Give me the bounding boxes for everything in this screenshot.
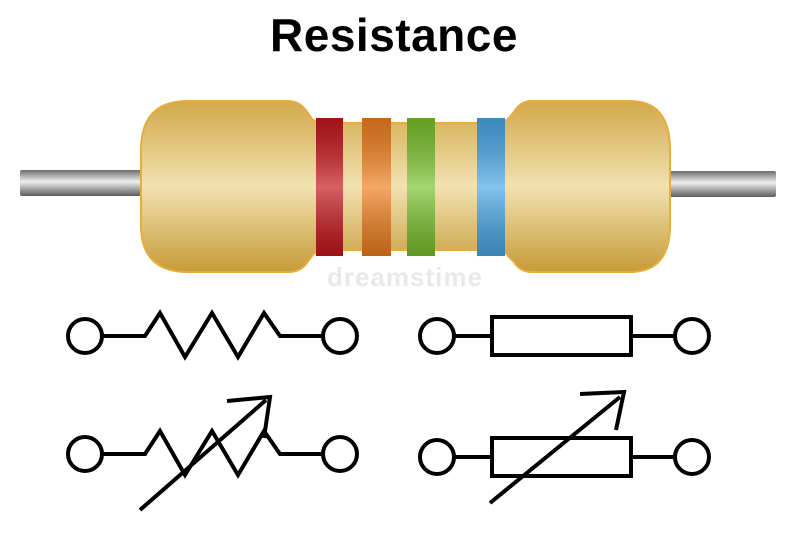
symbol-variable-resistor-zigzag [66, 394, 359, 512]
symbol-variable-resistor-box [418, 389, 711, 505]
watermark: dreamstime [327, 262, 483, 292]
right-lead [662, 171, 776, 197]
color-bands [316, 118, 505, 256]
resistor-body [140, 100, 671, 273]
left-lead [20, 170, 150, 196]
symbol-fixed-resistor-zigzag [66, 309, 359, 361]
page-title: Resistance [270, 9, 518, 61]
symbol-fixed-resistor-box [418, 315, 711, 357]
